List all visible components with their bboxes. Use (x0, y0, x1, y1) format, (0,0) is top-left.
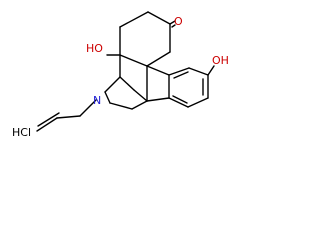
bond (104, 76, 121, 93)
bond (119, 54, 148, 67)
bond (131, 100, 148, 110)
bond (146, 97, 170, 102)
allyl-bond (37, 112, 60, 127)
allyl-bond (36, 117, 58, 132)
ketone-oxygen-label: O (174, 15, 183, 28)
allyl-bond (56, 115, 81, 119)
bond (146, 65, 170, 76)
hydroxyl-bond (207, 65, 215, 76)
bond (119, 11, 149, 28)
bond (133, 89, 148, 102)
aromatic-bond (172, 95, 188, 104)
allyl-bond (79, 99, 97, 117)
bond (147, 11, 171, 25)
bond (109, 102, 133, 110)
bond-lines (36, 11, 215, 132)
bond (146, 51, 171, 67)
aromatic-bond (173, 71, 189, 79)
structure-diagram: O OH HO N HCl (12, 11, 229, 139)
ketone-bond (169, 20, 176, 25)
bond (168, 97, 189, 108)
bond (188, 67, 209, 76)
bridgehead-hydroxyl-label: HO (86, 42, 103, 55)
ketone-bond (171, 24, 176, 28)
salt-label: HCl (12, 126, 31, 139)
phenol-hydroxyl-label: OH (212, 54, 229, 67)
bond (104, 91, 111, 104)
bond (119, 76, 135, 91)
nitrogen-label: N (93, 94, 101, 107)
bond (168, 67, 190, 76)
bond (187, 97, 209, 108)
